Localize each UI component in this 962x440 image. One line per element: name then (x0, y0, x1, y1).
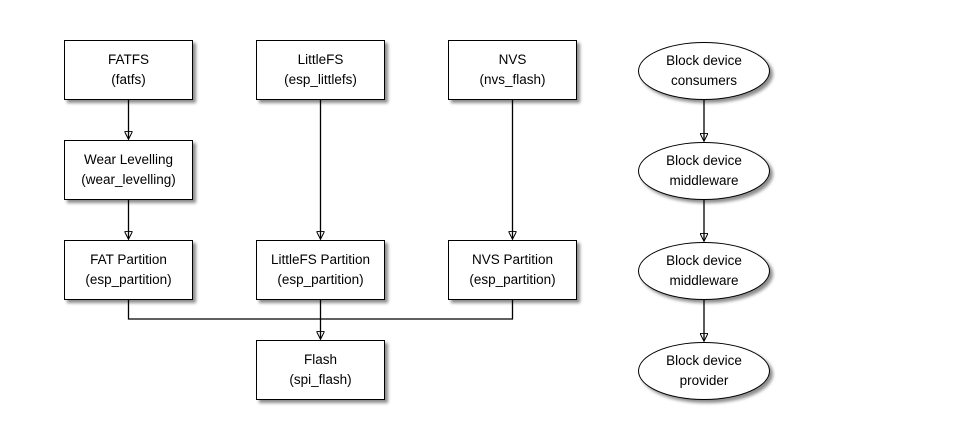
node-block-device-provider-line2: provider (679, 373, 729, 388)
node-nvs-partition-title: NVS Partition (471, 252, 554, 267)
node-fat-partition-subtitle: (esp_partition) (85, 272, 172, 287)
node-littlefs-partition: LittleFS Partition (esp_partition) (256, 240, 385, 300)
node-littlefs-title: LittleFS (297, 52, 344, 67)
node-fatfs-subtitle: (fatfs) (111, 72, 146, 87)
node-block-device-consumers-line1: Block device (666, 53, 742, 68)
node-wear-levelling-title: Wear Levelling (83, 152, 174, 167)
node-nvs: NVS (nvs_flash) (448, 40, 577, 100)
node-nvs-title: NVS (498, 52, 527, 67)
node-block-device-middleware-1: Block device middleware (638, 142, 770, 200)
node-flash-title: Flash (303, 352, 337, 367)
node-block-device-consumers-line2: consumers (670, 73, 738, 88)
node-block-device-middleware-2: Block device middleware (638, 242, 770, 300)
node-nvs-partition-subtitle: (esp_partition) (469, 272, 556, 287)
node-littlefs: LittleFS (esp_littlefs) (256, 40, 385, 100)
node-fatfs-title: FATFS (107, 52, 149, 67)
node-block-device-middleware-2-line2: middleware (669, 273, 739, 288)
node-block-device-middleware-2-line1: Block device (666, 253, 742, 268)
node-fatfs: FATFS (fatfs) (64, 40, 193, 100)
node-block-device-middleware-1-line2: middleware (669, 173, 739, 188)
node-littlefs-subtitle: (esp_littlefs) (284, 72, 357, 87)
node-block-device-middleware-1-line1: Block device (666, 153, 742, 168)
node-nvs-partition: NVS Partition (esp_partition) (448, 240, 577, 300)
node-nvs-subtitle: (nvs_flash) (479, 72, 546, 87)
node-littlefs-partition-title: LittleFS Partition (270, 252, 371, 267)
node-block-device-provider-line1: Block device (666, 353, 742, 368)
node-wear-levelling-subtitle: (wear_levelling) (81, 172, 176, 187)
node-block-device-provider: Block device provider (638, 342, 770, 400)
node-littlefs-partition-subtitle: (esp_partition) (277, 272, 364, 287)
node-flash: Flash (spi_flash) (256, 340, 385, 400)
node-block-device-consumers: Block device consumers (638, 42, 770, 100)
node-fat-partition: FAT Partition (esp_partition) (64, 240, 193, 300)
node-wear-levelling: Wear Levelling (wear_levelling) (64, 140, 193, 200)
node-flash-subtitle: (spi_flash) (289, 372, 352, 387)
node-fat-partition-title: FAT Partition (90, 252, 167, 267)
